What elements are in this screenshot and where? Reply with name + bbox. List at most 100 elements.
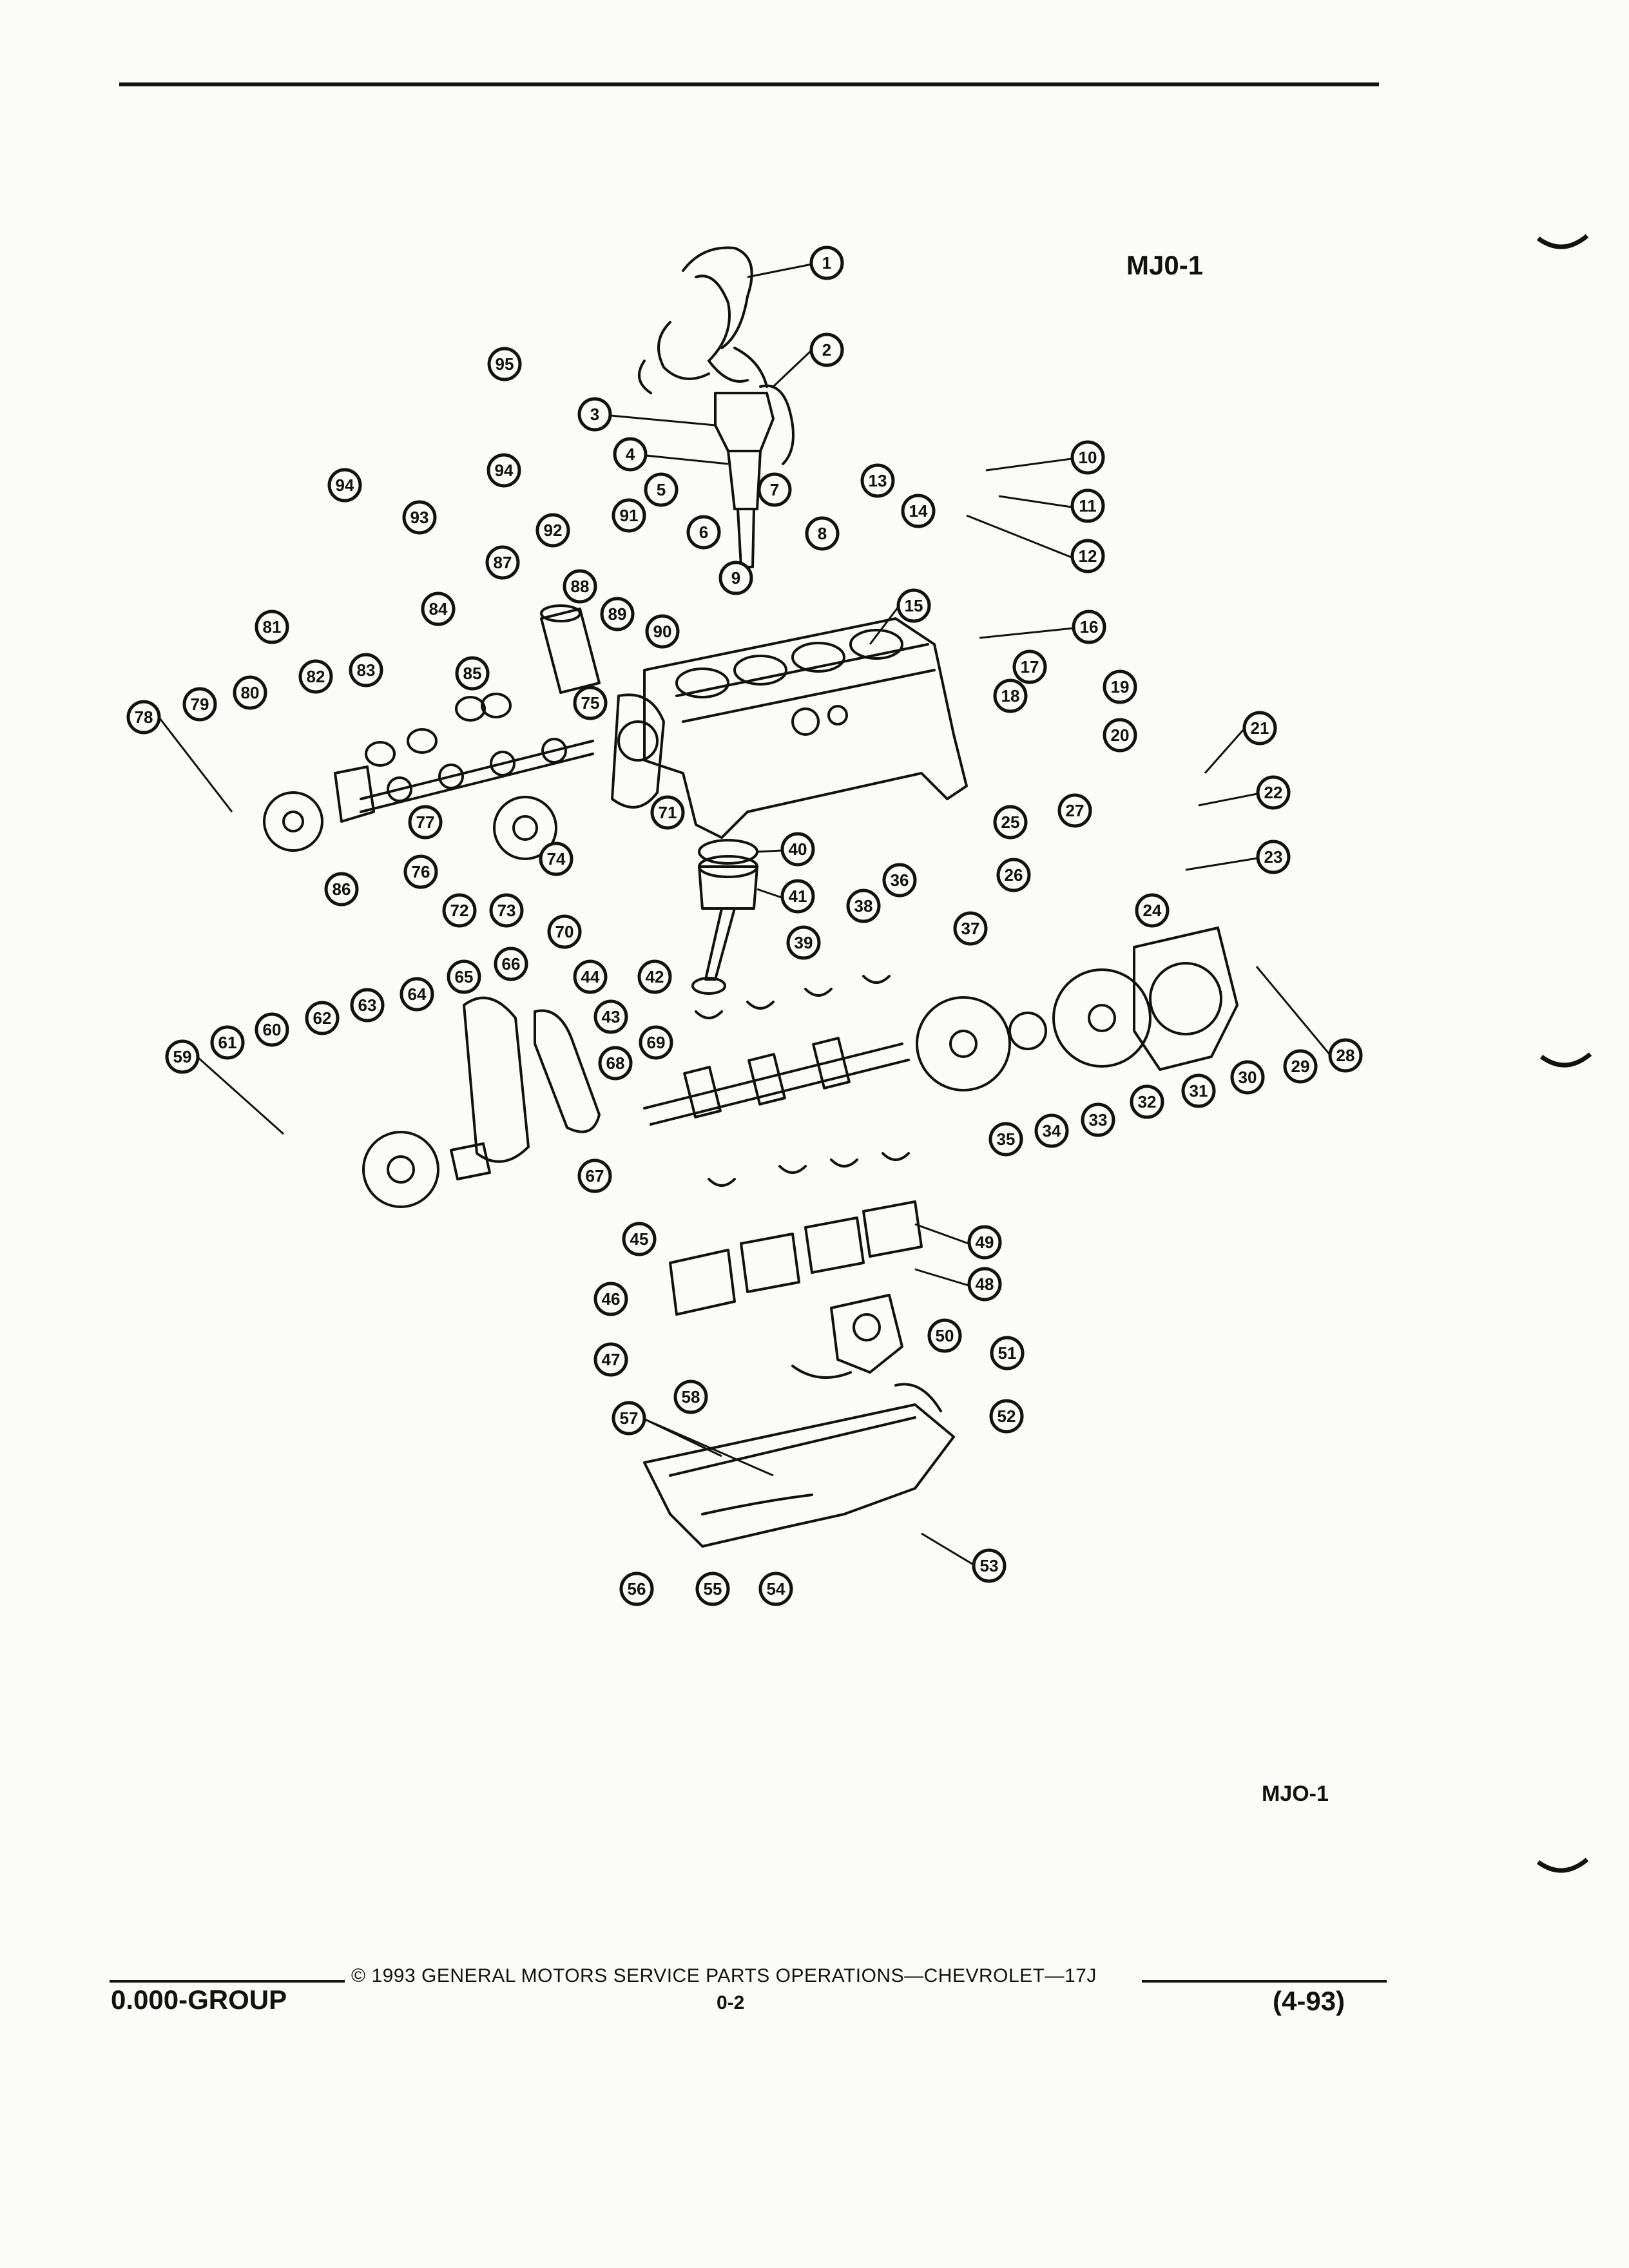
callout-number: 60 [263,1020,282,1039]
callout-64: 64 [400,977,434,1012]
callout-50: 50 [927,1318,962,1353]
callout-23: 23 [1256,840,1291,874]
callout-number: 20 [1111,726,1130,745]
callout-68: 68 [598,1046,633,1081]
clutch-disc [1052,968,1152,1068]
callout-49: 49 [967,1225,1002,1260]
callout-44: 44 [573,959,608,994]
callout-74: 74 [539,841,574,876]
callout-number: 85 [463,664,482,683]
callout-number: 26 [1005,865,1023,885]
callout-7: 7 [757,472,792,507]
callout-number: 76 [412,862,430,881]
callout-number: 59 [173,1047,192,1066]
callout-number: 54 [767,1579,786,1599]
callout-number: 87 [494,553,512,572]
callout-number: 82 [307,667,325,686]
callout-number: 58 [682,1387,700,1407]
callout-11: 11 [1070,488,1105,523]
callout-number: 27 [1066,801,1084,820]
callout-number: 90 [653,622,672,641]
piston [698,865,758,910]
flywheel [916,996,1011,1091]
callout-number: 49 [976,1233,994,1252]
callout-26: 26 [996,858,1031,892]
callout-number: 18 [1001,686,1020,706]
callout-number: 80 [241,683,260,702]
callout-41: 41 [780,879,815,914]
callout-number: 93 [410,508,429,527]
callout-46: 46 [593,1282,628,1316]
callout-40: 40 [780,832,815,867]
oil-pan [643,1403,955,1548]
callout-number: 48 [976,1274,994,1294]
callout-52: 52 [989,1399,1024,1434]
callout-number: 19 [1111,677,1130,697]
callout-80: 80 [233,675,267,710]
callout-51: 51 [990,1336,1025,1370]
callout-number: 21 [1251,718,1269,738]
callout-number: 39 [795,933,813,952]
callout-3: 3 [577,397,612,432]
callout-number: 64 [408,985,427,1004]
callout-38: 38 [846,889,881,923]
callout-33: 33 [1081,1102,1115,1137]
callout-14: 14 [901,494,936,528]
callout-88: 88 [563,569,597,604]
callout-number: 61 [218,1033,237,1052]
callout-number: 77 [416,812,435,832]
callout-number: 69 [647,1033,666,1052]
callout-number: 70 [555,922,574,941]
callout-62: 62 [305,1001,340,1035]
callout-81: 81 [255,610,289,644]
callout-number: 65 [455,967,474,986]
callout-number: 12 [1079,546,1097,566]
callout-93: 93 [402,500,437,535]
callout-32: 32 [1130,1084,1164,1119]
callout-29: 29 [1283,1049,1318,1084]
callout-number: 74 [547,849,566,869]
flexplate-hub [1008,1012,1047,1050]
callout-number: 2 [822,340,831,360]
callout-47: 47 [593,1342,628,1377]
connecting-rod [704,907,736,981]
callout-59: 59 [165,1039,200,1074]
footer-page-number: 0-2 [717,1992,745,2013]
callout-34: 34 [1034,1113,1069,1148]
callout-42: 42 [637,959,672,994]
callout-76: 76 [403,854,438,889]
callout-66: 66 [494,947,528,981]
callout-number: 7 [770,480,779,499]
callout-78: 78 [126,700,161,735]
callout-36: 36 [882,863,917,898]
footer-rule-right [1142,1980,1387,1983]
callout-5: 5 [644,472,679,507]
callout-94b: 94 [487,453,521,488]
callout-number: 29 [1291,1057,1310,1076]
callout-84: 84 [421,591,456,626]
callout-75: 75 [573,686,608,720]
callout-17: 17 [1012,649,1047,684]
callout-number: 73 [497,901,516,920]
callout-number: 30 [1239,1068,1257,1087]
callout-number: 45 [630,1229,649,1249]
callout-number: 91 [620,506,639,525]
callout-number: 13 [869,471,887,490]
callout-number: 66 [502,954,521,974]
callout-86: 86 [324,872,359,907]
callout-9: 9 [718,561,753,595]
callout-number: 67 [586,1166,604,1186]
callout-number: 79 [191,695,209,714]
callout-4: 4 [613,437,648,472]
footer-date-code: (4-93) [1273,1986,1345,2016]
callout-54: 54 [758,1571,793,1606]
callout-61: 61 [210,1025,245,1060]
callout-number: 11 [1079,496,1097,515]
callout-number: 42 [646,967,664,986]
callout-24: 24 [1135,893,1170,928]
callout-number: 32 [1138,1092,1157,1111]
callout-28: 28 [1328,1038,1363,1073]
callout-number: 25 [1001,812,1020,832]
